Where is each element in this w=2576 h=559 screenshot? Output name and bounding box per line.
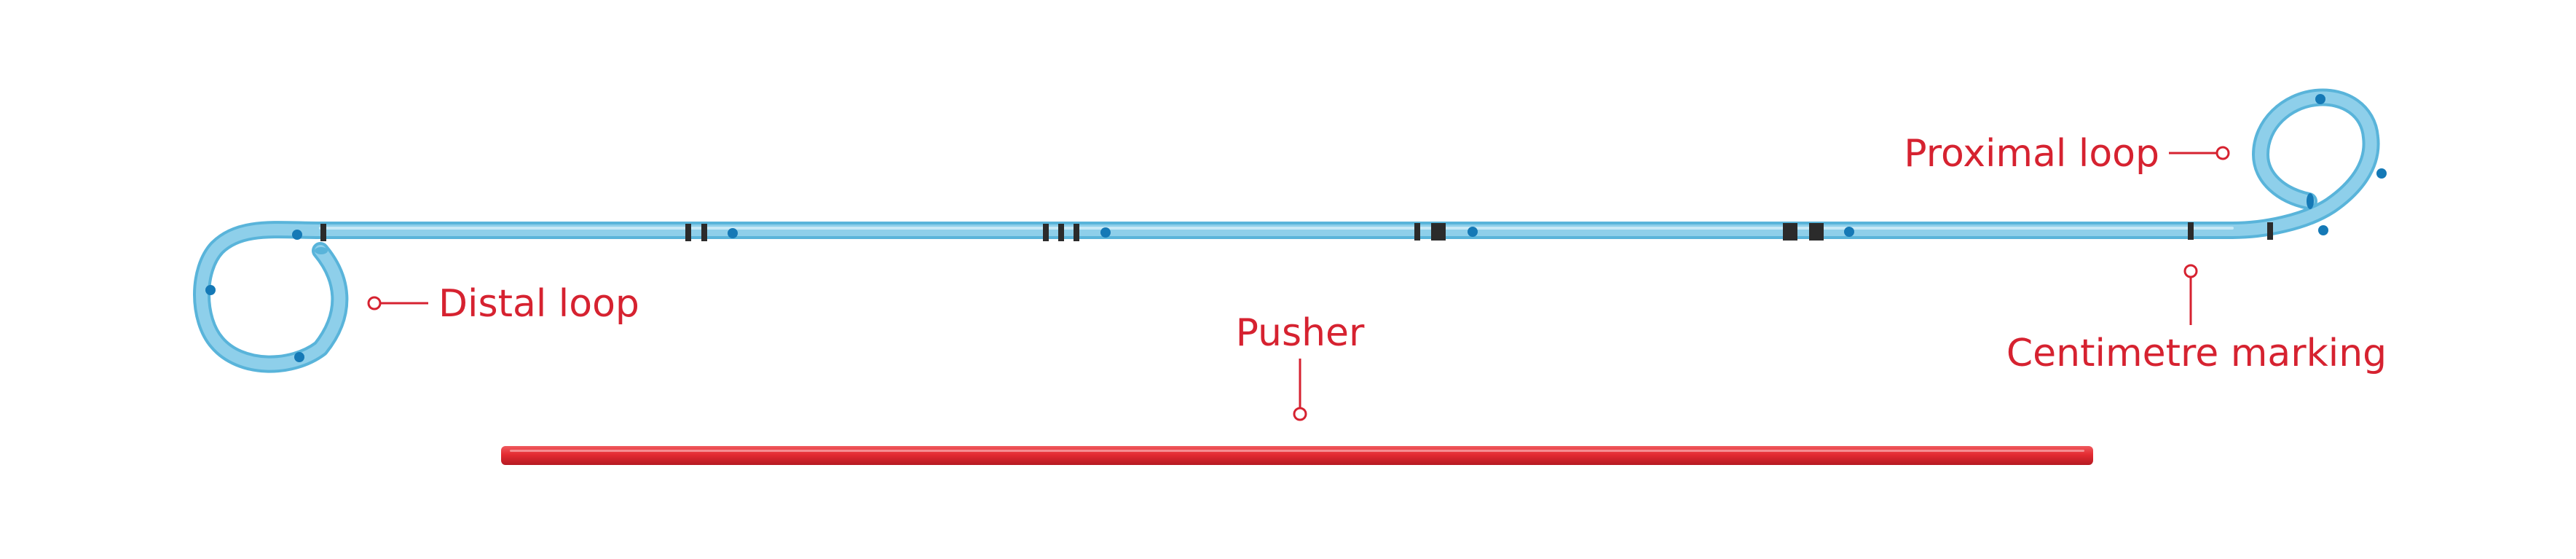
- distal-loop-leader-dot: [367, 296, 382, 310]
- drainage-hole: [292, 230, 302, 240]
- drainage-holes: [205, 94, 2387, 362]
- pusher-rod: [501, 446, 2093, 465]
- drainage-hole: [205, 285, 216, 295]
- marking-band: [1058, 224, 1064, 241]
- centimetre-marking-label: Centimetre marking: [2006, 332, 2387, 375]
- proximal-loop-leader-dot: [2215, 146, 2230, 160]
- centimetre-marking-leader-dot: [2183, 264, 2198, 278]
- marking-band: [2188, 222, 2194, 240]
- marking-band: [320, 224, 326, 241]
- callouts: [367, 146, 2230, 421]
- drainage-hole: [1468, 227, 1478, 237]
- stent-tube: [196, 91, 2377, 370]
- pusher-leader-dot: [1293, 407, 1307, 421]
- marking-band: [1809, 223, 1824, 241]
- stent-markings: [320, 222, 2273, 241]
- marking-band: [1043, 224, 1049, 241]
- proximal-loop-open-end: [2307, 193, 2314, 209]
- distal-loop-open-end: [315, 247, 328, 254]
- drainage-hole: [728, 228, 738, 238]
- distal-loop-label: Distal loop: [438, 282, 639, 326]
- marking-band: [2267, 222, 2273, 240]
- proximal-loop-label: Proximal loop: [1904, 132, 2159, 176]
- marking-band: [1783, 223, 1797, 241]
- drainage-hole: [2315, 94, 2325, 104]
- drainage-hole: [294, 352, 304, 362]
- stent: [193, 88, 2380, 373]
- marking-band: [701, 224, 707, 241]
- marking-band: [1074, 224, 1079, 241]
- pusher: [501, 446, 2093, 465]
- marking-band: [685, 224, 691, 241]
- drainage-hole: [2376, 168, 2387, 179]
- pusher-label: Pusher: [1236, 311, 1365, 355]
- pusher-rod-highlight: [510, 450, 2084, 452]
- drainage-hole: [2318, 225, 2328, 235]
- drainage-hole: [1100, 227, 1111, 238]
- labels: Distal loop Proximal loop Pusher Centime…: [438, 132, 2387, 375]
- marking-band: [1414, 223, 1420, 241]
- drainage-hole: [1844, 227, 1854, 237]
- marking-band: [1431, 223, 1446, 241]
